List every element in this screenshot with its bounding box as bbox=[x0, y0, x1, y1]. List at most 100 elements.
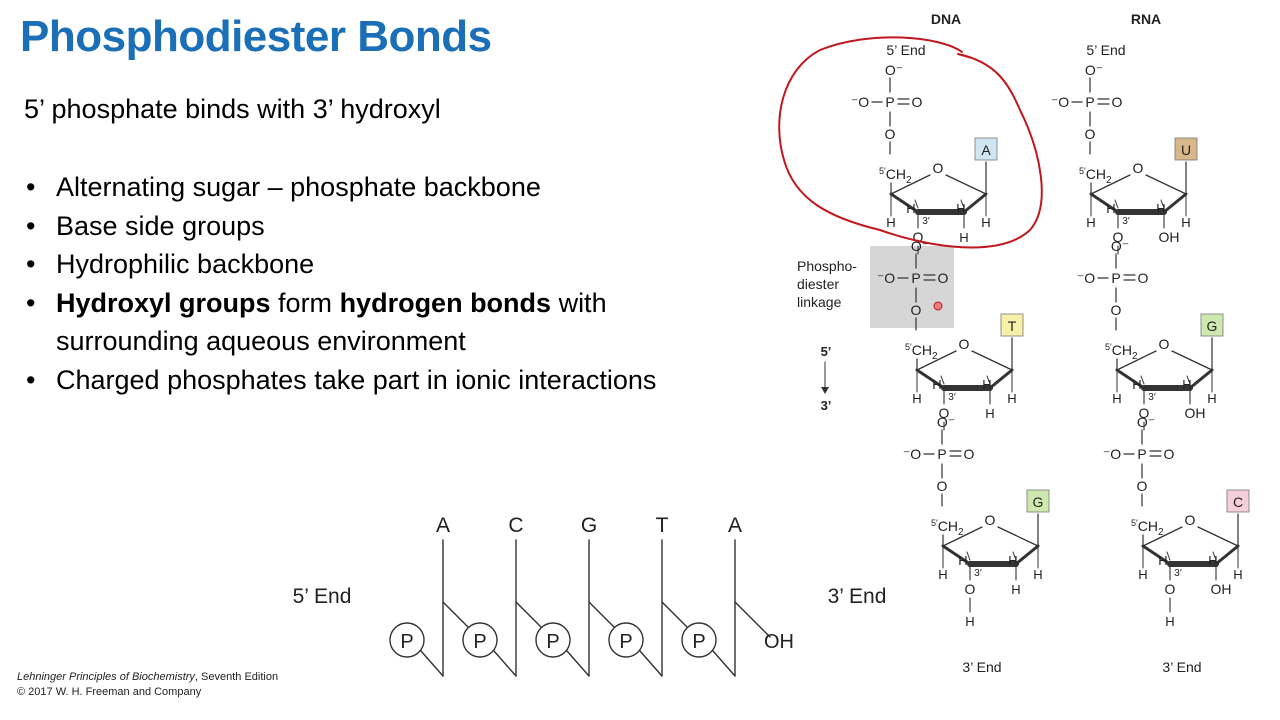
ch2-prime: 5′ bbox=[1105, 342, 1112, 352]
ring-h-bond bbox=[1166, 551, 1171, 561]
ring-bond bbox=[1116, 350, 1157, 371]
ch2-prime: 5′ bbox=[1131, 518, 1138, 528]
ring-bond-bold bbox=[1141, 544, 1172, 566]
ch2-subscript: 2 bbox=[932, 351, 938, 362]
schematic-3-end-label: 3’ End bbox=[828, 585, 887, 608]
phosphate-double-o: O bbox=[1164, 446, 1175, 462]
bullet-item: Hydrophilic backbone bbox=[24, 245, 744, 284]
schematic-phosphate-link bbox=[639, 650, 663, 677]
phosphate-o-minus: O⁻ bbox=[1111, 238, 1129, 254]
sugar-ch2-label: 5′CH2 bbox=[1131, 518, 1164, 538]
ring-h-bond bbox=[986, 375, 991, 385]
ring-h-bond bbox=[914, 199, 919, 209]
schematic-phosphate-label: P bbox=[400, 631, 413, 653]
base-box bbox=[974, 137, 998, 161]
ring-bond-bold bbox=[962, 192, 988, 214]
c3-terminal-h: H bbox=[965, 614, 974, 629]
ring-bond bbox=[942, 526, 983, 547]
ring-h-bond bbox=[1012, 551, 1017, 561]
credit-edition: , Seventh Edition bbox=[194, 671, 279, 683]
bullet-list: Alternating sugar – phosphate backboneBa… bbox=[24, 168, 744, 399]
c3-terminal-h: H bbox=[1165, 614, 1174, 629]
direction-arrow-head bbox=[821, 387, 829, 394]
phosphate-p: P bbox=[885, 94, 894, 110]
ring-h: H bbox=[938, 567, 947, 582]
schematic-phosphate-circle bbox=[462, 622, 498, 658]
c3-oxygen: O bbox=[1139, 405, 1150, 421]
c3-oxygen: O bbox=[939, 405, 950, 421]
schematic-base-label: T bbox=[656, 514, 669, 537]
bullet-text: Base side groups bbox=[56, 210, 265, 241]
ring-3prime-label: 3′ bbox=[974, 568, 982, 579]
ring-h: H bbox=[1033, 567, 1042, 582]
strand-header: DNA bbox=[931, 11, 961, 27]
ring-h: H bbox=[1181, 215, 1190, 230]
ring-h: H bbox=[1007, 391, 1016, 406]
sugar-ch2-label: 5′CH2 bbox=[879, 166, 912, 186]
sugar-ch2-label: 5′CH2 bbox=[1105, 342, 1138, 362]
bullet-item: Charged phosphates take part in ionic in… bbox=[24, 361, 744, 400]
phosphate-o-minus: O⁻ bbox=[1137, 414, 1155, 430]
bullet-item: Base side groups bbox=[24, 207, 744, 246]
base-letter: T bbox=[1008, 318, 1017, 334]
linkage-label-line: Phospho- bbox=[797, 258, 857, 274]
ch2-subscript: 2 bbox=[1106, 175, 1112, 186]
ring-bond bbox=[1197, 526, 1239, 547]
schematic-phosphate-circle bbox=[681, 622, 717, 658]
slide-title: Phosphodiester Bonds bbox=[20, 12, 492, 61]
ring-bond-bold bbox=[915, 368, 946, 390]
ring-oxygen: O bbox=[1159, 336, 1170, 352]
ring-h-bond bbox=[960, 199, 965, 209]
ring-bond-bold bbox=[1214, 544, 1240, 566]
schematic-phosphate-link bbox=[420, 650, 444, 677]
direction-3-label: 3’ bbox=[821, 398, 832, 413]
base-letter: A bbox=[981, 142, 991, 158]
base-letter: C bbox=[1233, 494, 1243, 510]
ring-bond bbox=[1145, 174, 1187, 195]
linkage-label-line: diester bbox=[797, 276, 839, 292]
ring-h: H bbox=[932, 377, 941, 392]
phosphate-bridge-o: O bbox=[1137, 478, 1148, 494]
ring-3prime-label: 3′ bbox=[1122, 216, 1130, 227]
c2-hydroxyl: OH bbox=[1159, 229, 1180, 245]
ring-h: H bbox=[982, 377, 991, 392]
bullet-bold-text: Hydroxyl groups bbox=[56, 287, 271, 318]
red-annotation-circle bbox=[778, 36, 1043, 249]
ring-h-bond bbox=[1186, 375, 1191, 385]
ring-oxygen: O bbox=[985, 512, 996, 528]
ch2-prime: 5′ bbox=[905, 342, 912, 352]
phosphate-p: P bbox=[1085, 94, 1094, 110]
direction-5-label: 5’ bbox=[821, 344, 832, 359]
ring-h: H bbox=[1106, 201, 1115, 216]
ring-h: H bbox=[1233, 567, 1242, 582]
bullet-bold-text: hydrogen bonds bbox=[339, 287, 552, 318]
phosphate-bridge-o: O bbox=[885, 126, 896, 142]
schematic-phosphate-label: P bbox=[473, 631, 486, 653]
intro-text: 5’ phosphate binds with 3’ hydroxyl bbox=[24, 94, 441, 124]
bullet-item: Alternating sugar – phosphate backbone bbox=[24, 168, 744, 207]
c3-oxygen: O bbox=[1165, 581, 1176, 597]
c3-oxygen: O bbox=[965, 581, 976, 597]
base-letter: G bbox=[1207, 318, 1218, 334]
schematic-phosphate-link bbox=[566, 650, 590, 677]
base-box bbox=[1174, 137, 1198, 161]
ring-h-bond bbox=[966, 551, 971, 561]
ring-oxygen: O bbox=[933, 160, 944, 176]
ring-3prime-label: 3′ bbox=[922, 216, 930, 227]
sugar-ch2-label: 5′CH2 bbox=[931, 518, 964, 538]
ring-h: H bbox=[1132, 377, 1141, 392]
ring-3prime-label: 3′ bbox=[1174, 568, 1182, 579]
phosphate-p: P bbox=[1137, 446, 1146, 462]
credit-copyright: © 2017 W. H. Freeman and Company bbox=[17, 686, 202, 698]
phosphate-minus-o: ⁻O bbox=[1077, 270, 1095, 286]
phosphate-bridge-o: O bbox=[1111, 302, 1122, 318]
phosphate-o-minus: O⁻ bbox=[937, 414, 955, 430]
ring-h: H bbox=[1158, 553, 1167, 568]
ring-h: H bbox=[1138, 567, 1147, 582]
bullet-text: Hydrophilic backbone bbox=[56, 249, 315, 279]
sugar-ch2-label: 5′CH2 bbox=[1079, 166, 1112, 186]
